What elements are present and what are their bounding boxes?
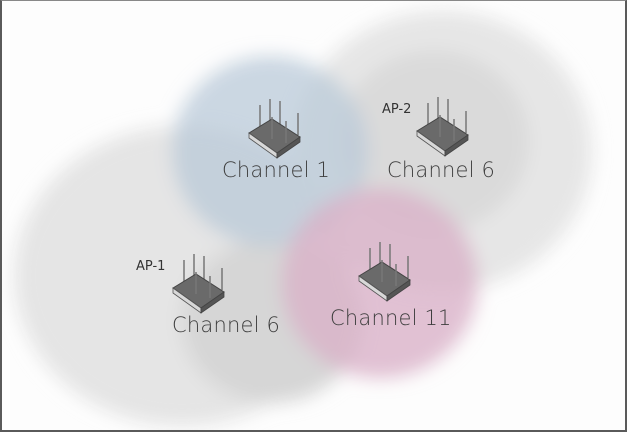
ap-name-label: AP-1 [136, 259, 166, 274]
channel-label: Channel 11 [330, 306, 452, 330]
channel-label: Channel 6 [172, 313, 281, 337]
ap-name-label: AP-2 [382, 102, 412, 117]
channel-label: Channel 1 [222, 158, 331, 182]
channel-label: Channel 6 [387, 158, 496, 182]
